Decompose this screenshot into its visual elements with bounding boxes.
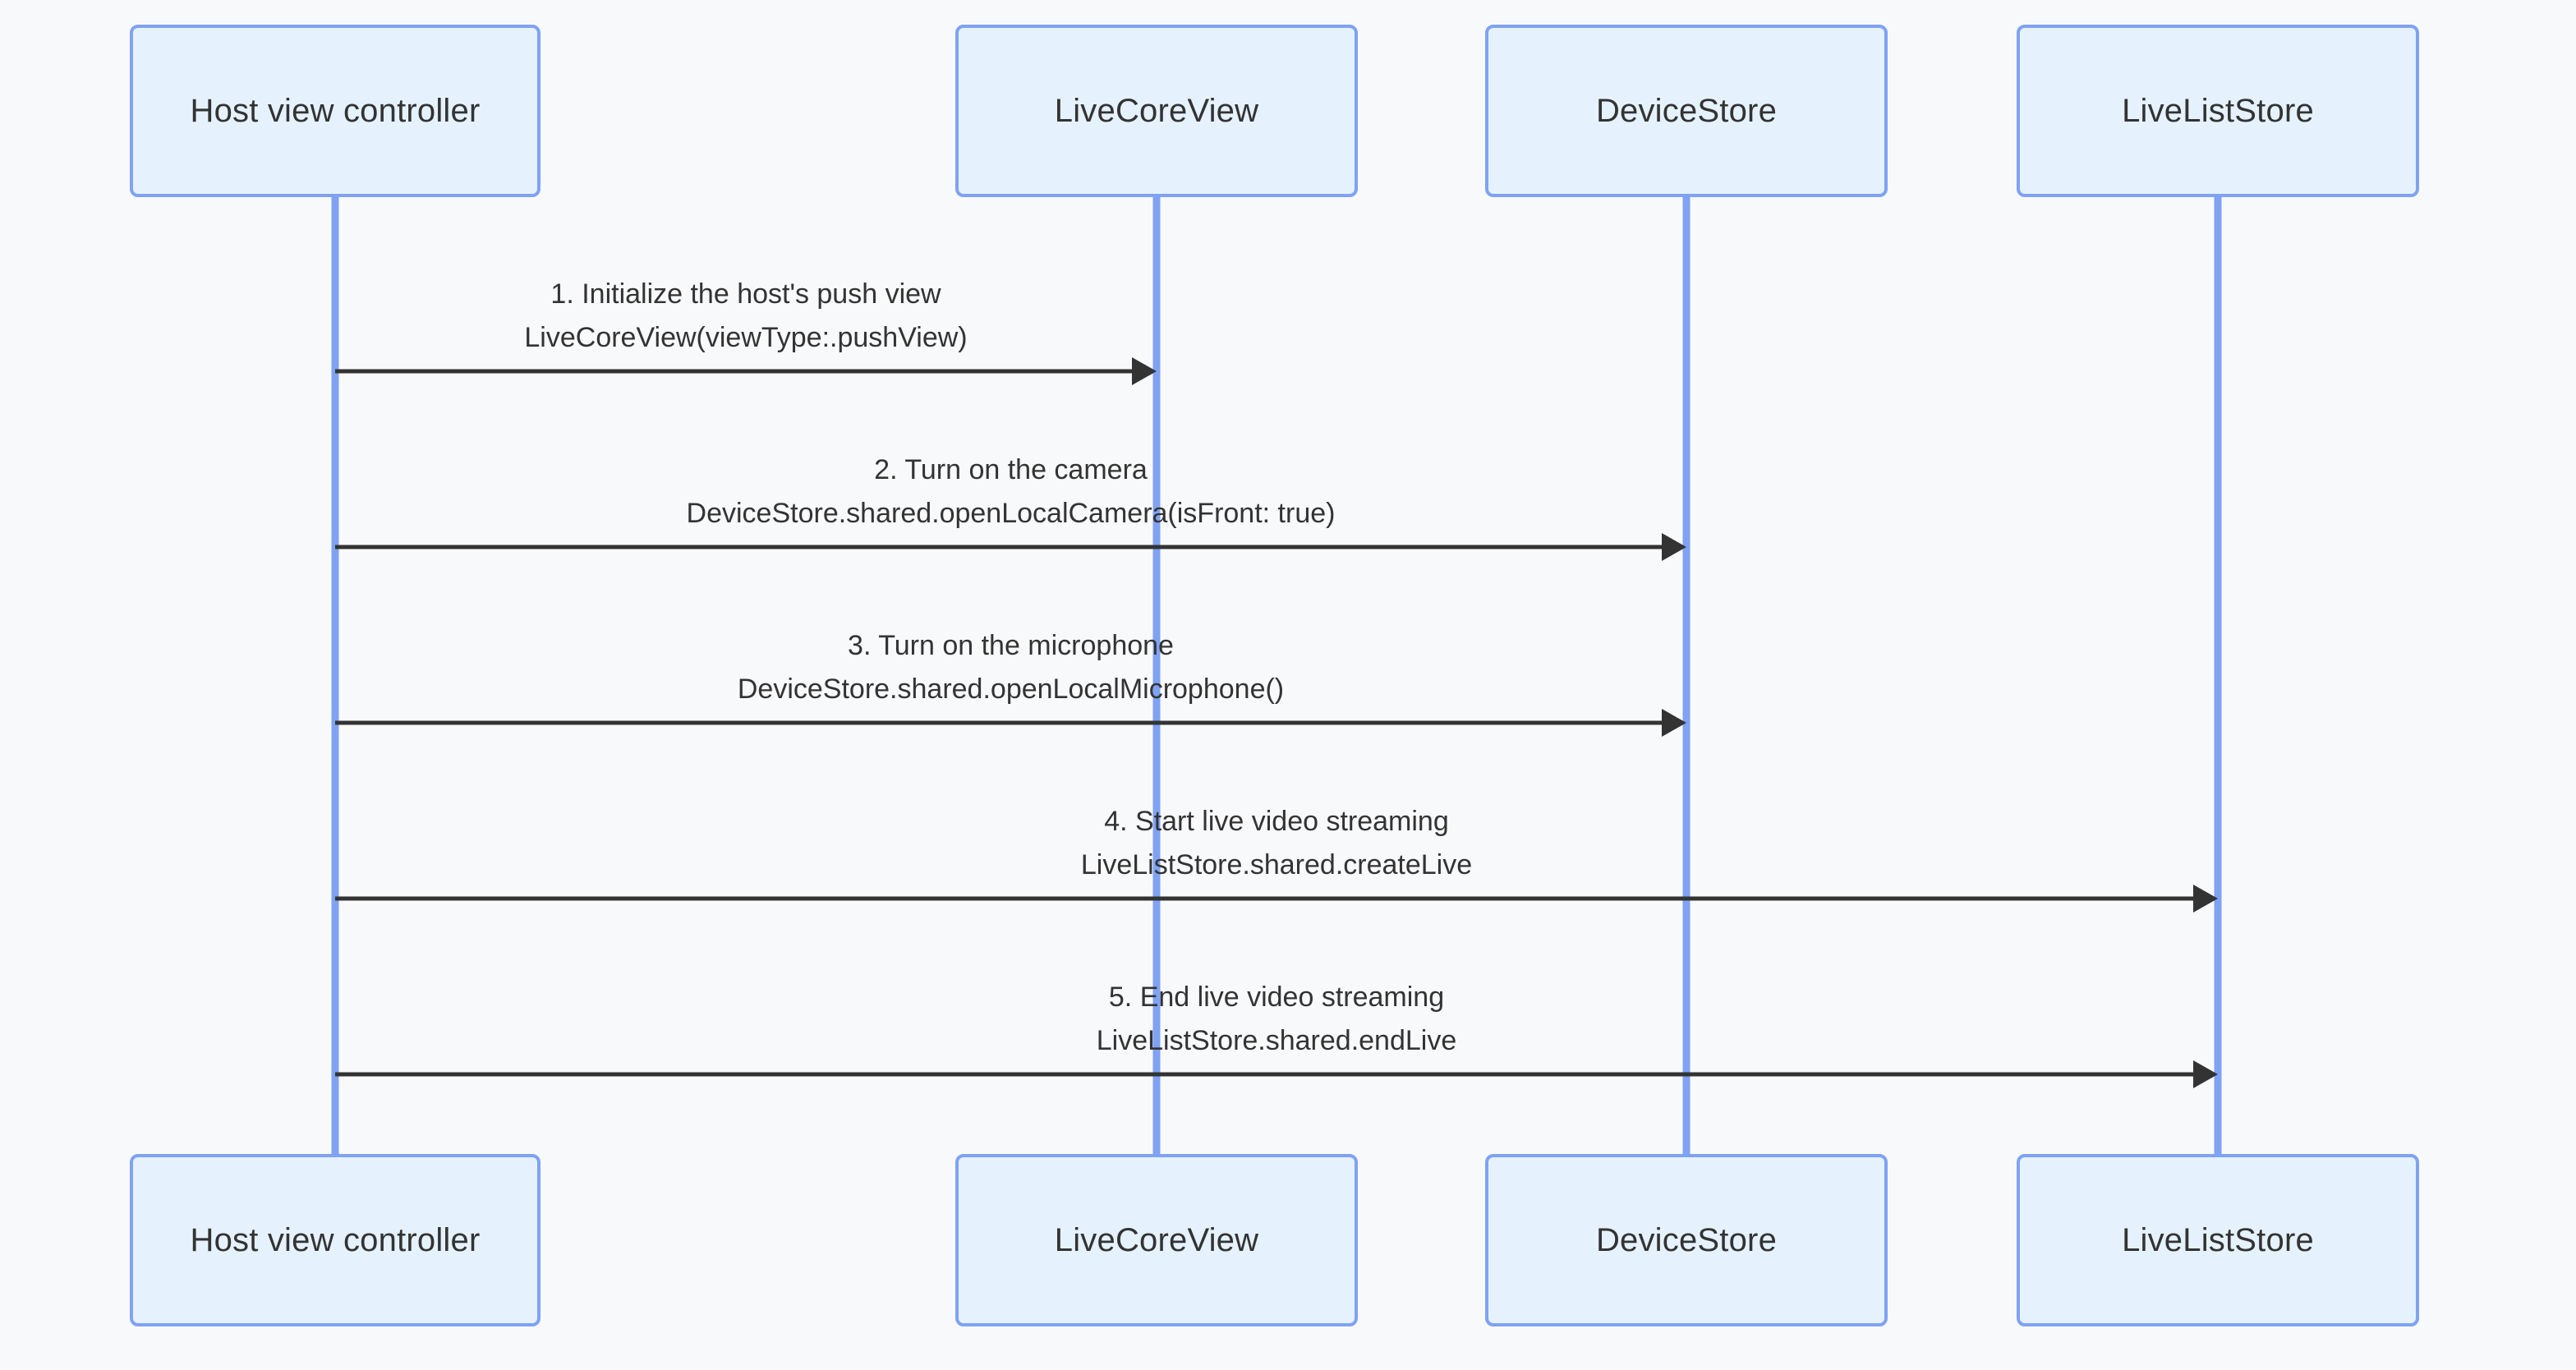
participant-box-livecoreview-bottom[interactable]: LiveCoreView — [955, 1154, 1358, 1326]
participant-box-liveliststore-top[interactable]: LiveListStore — [2017, 25, 2419, 197]
message-label-line1-4: 4. Start live video streaming — [1104, 806, 1449, 837]
lifeline-liveliststore — [2214, 197, 2222, 1154]
participant-label-host: Host view controller — [190, 1222, 481, 1258]
message-label-line1-5: 5. End live video streaming — [1108, 982, 1445, 1013]
message-label-line1-3: 3. Turn on the microphone — [848, 630, 1174, 661]
participant-label-livecoreview: LiveCoreView — [1054, 93, 1259, 129]
participant-box-livecoreview-top[interactable]: LiveCoreView — [955, 25, 1358, 197]
participant-box-liveliststore-bottom[interactable]: LiveListStore — [2017, 1154, 2419, 1326]
message-line-4 — [335, 896, 2195, 901]
lifeline-devicestore — [1682, 197, 1690, 1154]
participant-box-devicestore-bottom[interactable]: DeviceStore — [1485, 1154, 1888, 1326]
participant-box-host-bottom[interactable]: Host view controller — [130, 1154, 540, 1326]
message-line-1 — [335, 369, 1134, 374]
message-label-line1-2: 2. Turn on the camera — [874, 454, 1148, 485]
message-label-line2-5: LiveListStore.shared.endLive — [1096, 1025, 1457, 1056]
lifeline-livecoreview — [1152, 197, 1161, 1154]
participant-label-livecoreview: LiveCoreView — [1054, 1222, 1259, 1258]
participant-label-host: Host view controller — [190, 93, 481, 129]
participant-label-devicestore: DeviceStore — [1595, 93, 1778, 129]
message-arrowhead-1 — [1132, 357, 1157, 385]
message-arrowhead-3 — [1662, 709, 1686, 737]
participant-label-liveliststore: LiveListStore — [2122, 93, 2314, 129]
message-line-5 — [335, 1072, 2195, 1077]
message-line-3 — [335, 720, 1663, 725]
message-arrowhead-2 — [1662, 533, 1686, 561]
participant-label-devicestore: DeviceStore — [1595, 1222, 1778, 1258]
message-arrowhead-5 — [2193, 1060, 2218, 1088]
participant-label-liveliststore: LiveListStore — [2122, 1222, 2314, 1258]
message-line-2 — [335, 545, 1663, 549]
message-label-line2-1: LiveCoreView(viewType:.pushView) — [524, 322, 968, 353]
participant-box-devicestore-top[interactable]: DeviceStore — [1485, 25, 1888, 197]
message-label-line2-3: DeviceStore.shared.openLocalMicrophone() — [737, 674, 1285, 705]
message-label-line2-2: DeviceStore.shared.openLocalCamera(isFro… — [686, 498, 1336, 529]
message-arrowhead-4 — [2193, 885, 2218, 913]
lifeline-host — [331, 197, 339, 1154]
message-label-line1-1: 1. Initialize the host's push view — [550, 278, 941, 310]
message-label-line2-4: LiveListStore.shared.createLive — [1080, 849, 1473, 880]
participant-box-host-top[interactable]: Host view controller — [130, 25, 540, 197]
